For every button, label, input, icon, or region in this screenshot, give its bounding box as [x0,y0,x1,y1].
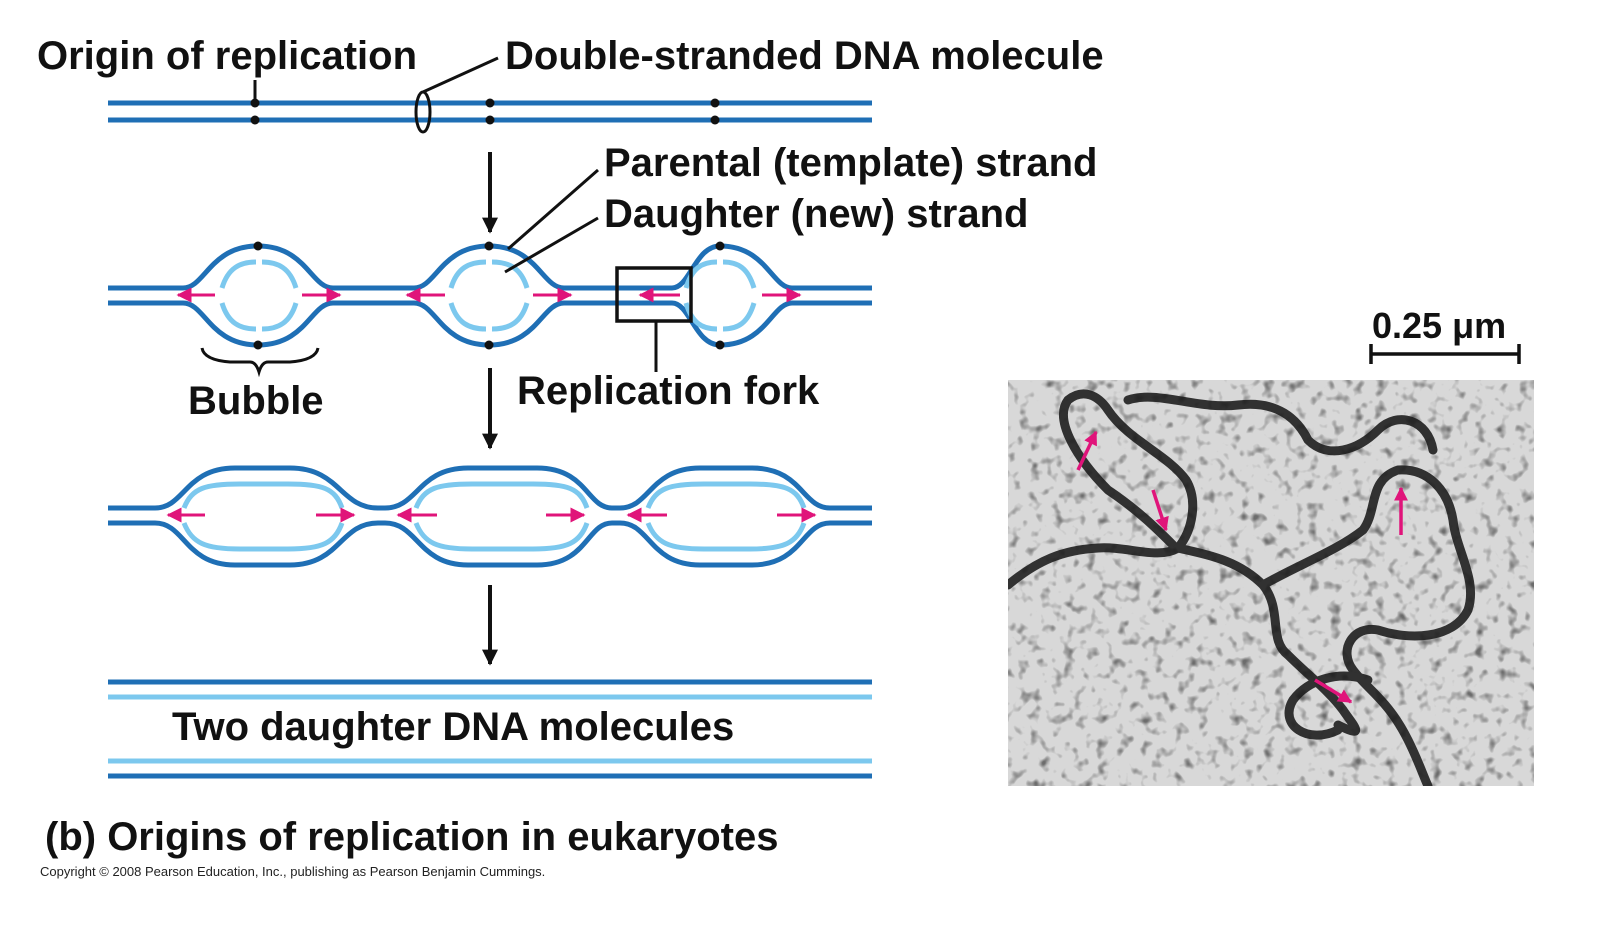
dna-row-1 [108,56,872,134]
parental-strand-label: Parental (template) strand [604,141,1098,185]
scale-bar-label: 0.25 μm [1372,305,1507,346]
daughter-strand-label: Daughter (new) strand [604,192,1029,236]
daughter-leader-line [504,216,599,274]
double-strand-marker [414,90,432,134]
dna-row-3 [108,465,872,568]
electron-micrograph [1008,380,1534,786]
copyright-notice: Copyright © 2008 Pearson Education, Inc.… [40,864,546,879]
replication-fork-label: Replication fork [517,369,820,413]
dna-row-2 [108,168,872,378]
double-strand-leader-line [422,56,499,94]
double-stranded-dna-label: Double-stranded DNA molecule [505,34,1104,78]
replication-fork-box [615,266,693,323]
dna-row-4 [108,679,872,779]
parental-leader-line [507,168,599,251]
origin-of-replication-label: Origin of replication [37,34,418,78]
bubble-label: Bubble [188,379,324,423]
bubble-brace [200,347,320,378]
scale-bar [1369,344,1521,364]
figure-title: (b) Origins of replication in eukaryotes [45,815,779,859]
two-daughter-molecules-label: Two daughter DNA molecules [172,705,735,749]
